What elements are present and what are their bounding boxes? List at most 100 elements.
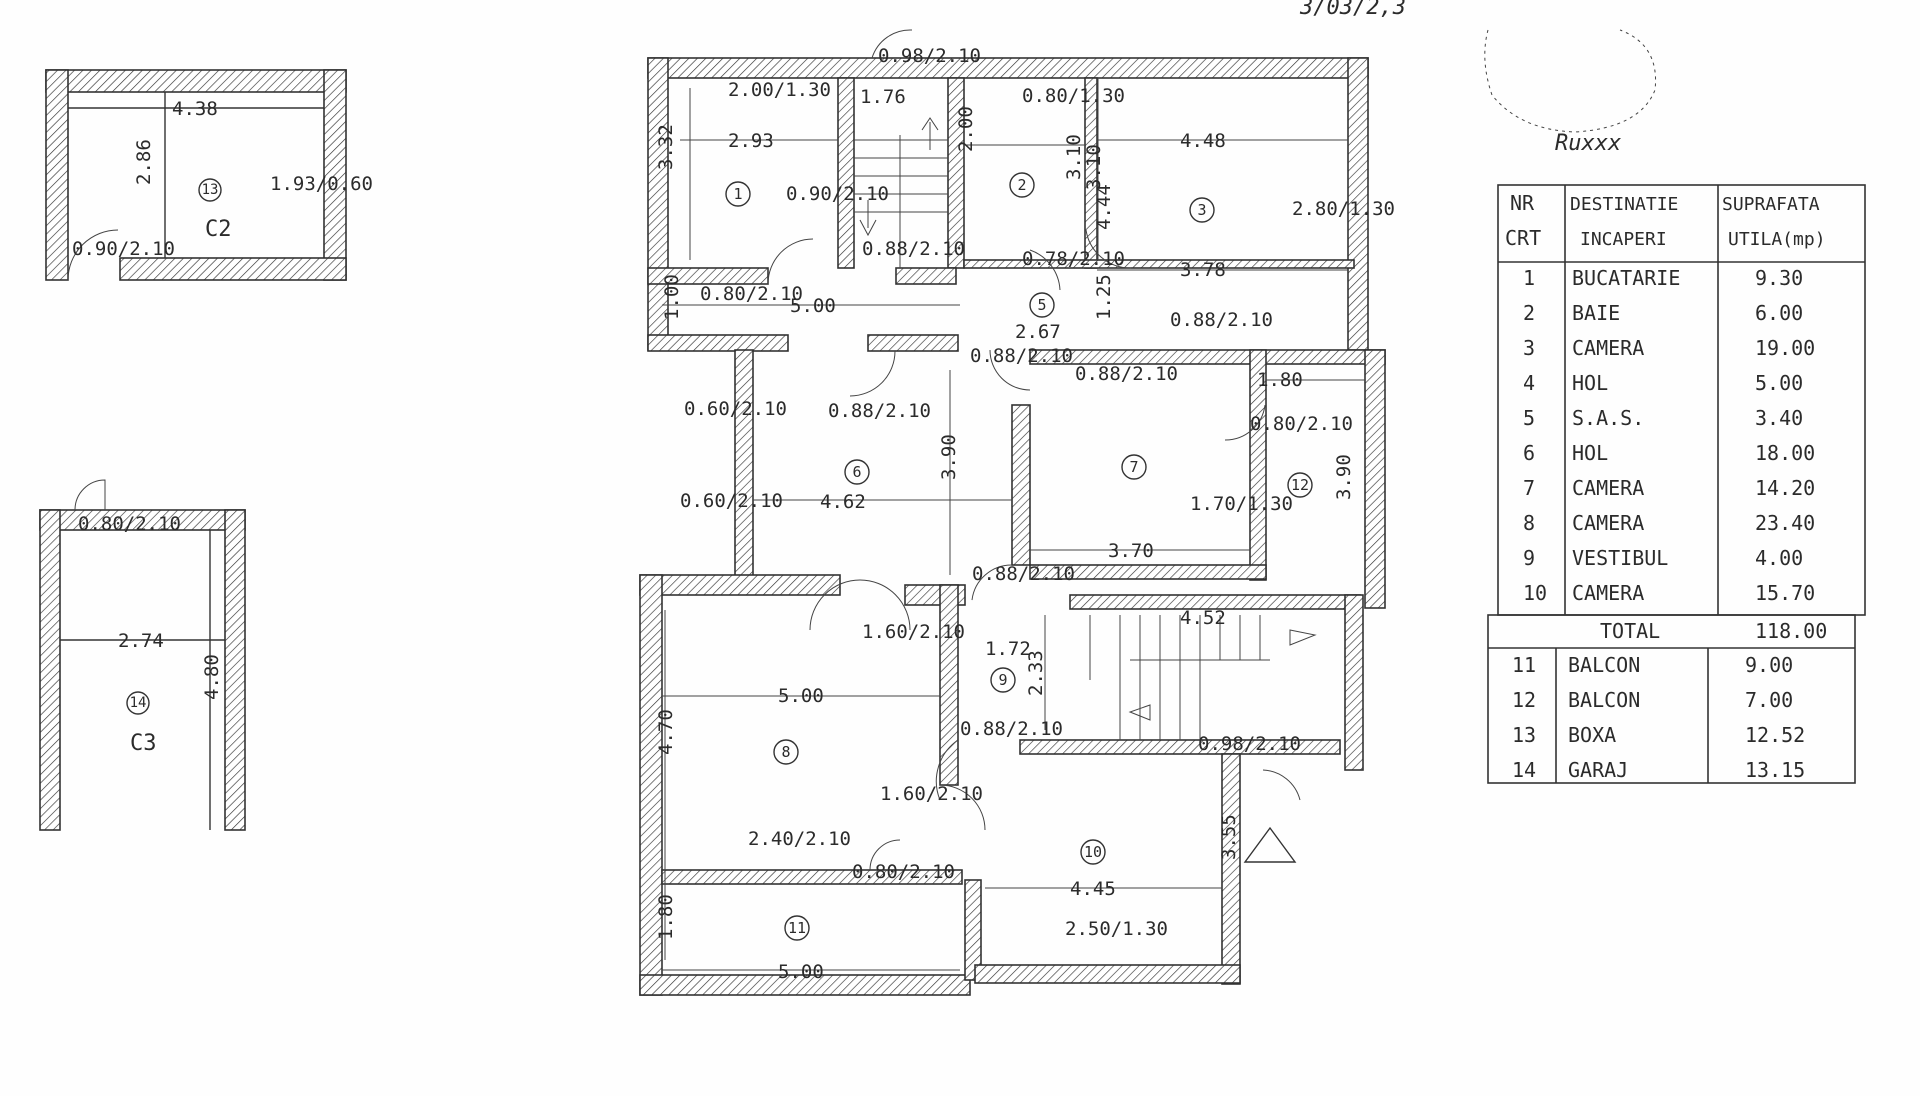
room-marker [1121, 454, 1147, 480]
header-utila: UTILA(mp) [1728, 229, 1826, 250]
table-cell-suprafata: 3.40 [1755, 406, 1803, 430]
table-cell-nr: 1 [1523, 266, 1535, 290]
dimension-label: 1.25 [1093, 274, 1115, 320]
table-cell-suprafata: 5.00 [1755, 371, 1803, 395]
room-number: 11 [788, 919, 806, 937]
dimension-label: 3.90 [1333, 454, 1355, 500]
dimension-label: 2.00/1.30 [728, 79, 831, 101]
room-13-number: 13 [202, 182, 219, 198]
dimension-label: 1.72 [985, 638, 1031, 660]
table-cell-nr: 11 [1512, 653, 1536, 677]
c3-width-dim: 2.74 [118, 630, 164, 652]
dimension-label: 0.88/2.10 [972, 563, 1075, 585]
table-cell-suprafata: 9.30 [1755, 266, 1803, 290]
room-number: 10 [1084, 843, 1102, 861]
table-cell-nr: 6 [1523, 441, 1535, 465]
table-cell-suprafata: 19.00 [1755, 336, 1815, 360]
table-cell-nr: 9 [1523, 546, 1535, 570]
table-cell-destinatie: HOL [1572, 441, 1608, 465]
table-cell-nr: 10 [1523, 581, 1547, 605]
room-marker [784, 915, 810, 941]
dimension-label: 3.55 [1218, 814, 1240, 860]
table-cell-destinatie: CAMERA [1572, 581, 1644, 605]
dimension-label: 2.33 [1025, 650, 1047, 696]
room-number: 5 [1037, 296, 1046, 314]
signature: Ruxxx [1555, 131, 1621, 156]
room-marker [725, 181, 751, 207]
room-number: 7 [1129, 458, 1138, 476]
dimension-label: 2.40/2.10 [748, 828, 851, 850]
dimension-label: 1.60/2.10 [862, 621, 965, 643]
table-cell-destinatie: BOXA [1568, 723, 1616, 747]
dimension-label: 0.80/2.10 [852, 861, 955, 883]
dimension-label: 0.80/1.30 [1022, 85, 1125, 107]
dimension-label: 1.76 [860, 86, 906, 108]
dimension-label: 5.00 [790, 295, 836, 317]
room-number: 8 [781, 743, 790, 761]
dimension-label: 0.88/2.10 [828, 400, 931, 422]
table-cell-suprafata: 14.20 [1755, 476, 1815, 500]
dimension-label: 4.70 [655, 709, 677, 755]
c2-width-dim: 4.38 [172, 98, 218, 120]
room-marker [1287, 472, 1313, 498]
dimension-label: 4.44 [1093, 184, 1115, 230]
dimension-label: 0.78/2.10 [1022, 248, 1125, 270]
stamp-outline [1484, 29, 1657, 133]
door-swings [767, 29, 1301, 871]
dimension-label: 0.80/2.10 [700, 283, 803, 305]
dimension-label: 5.00 [778, 961, 824, 983]
room-marker [1080, 839, 1106, 865]
room-marker [773, 739, 799, 765]
room-number: 3 [1197, 201, 1206, 219]
dimension-label: 2.80/1.30 [1292, 198, 1395, 220]
dimension-label: 0.88/2.10 [960, 718, 1063, 740]
table-cell-destinatie: VESTIBUL [1572, 546, 1668, 570]
dimension-label: 3.10 [1063, 134, 1085, 180]
main-plan-walls [639, 57, 1386, 996]
dimension-label: 3.10 [1083, 144, 1105, 190]
dimension-label: 1.60/2.10 [880, 783, 983, 805]
c3-door-dim: 0.80/2.10 [78, 513, 181, 535]
table-cell-nr: 12 [1512, 688, 1536, 712]
room-14-number: 14 [130, 695, 147, 711]
table-cell-destinatie: GARAJ [1568, 758, 1628, 782]
dimension-label: 0.60/2.10 [684, 398, 787, 420]
table-cell-nr: 2 [1523, 301, 1535, 325]
c2-depth-dim: 2.86 [133, 139, 155, 185]
c3-depth-dim: 4.80 [201, 654, 223, 700]
dimension-label: 0.88/2.10 [970, 345, 1073, 367]
area-table-text: NRCRTDESTINATIEINCAPERISUPRAFATAUTILA(mp… [1505, 191, 1827, 782]
table-cell-destinatie: BALCON [1568, 688, 1640, 712]
header-nr: NR [1510, 191, 1535, 215]
table-cell-nr: 3 [1523, 336, 1535, 360]
dimension-label: 1.80 [655, 894, 677, 940]
room-13-marker [198, 178, 222, 202]
table-cell-suprafata: 6.00 [1755, 301, 1803, 325]
dimension-label: 0.98/2.10 [1198, 733, 1301, 755]
table-cell-suprafata: 13.15 [1745, 758, 1805, 782]
dimension-label: 1.80 [1257, 369, 1303, 391]
c2-window-dim: 1.93/0.60 [270, 173, 373, 195]
staircase [854, 117, 1317, 863]
table-cell-suprafata: 4.00 [1755, 546, 1803, 570]
c2-door-dim: 0.90/2.10 [72, 238, 175, 260]
dimension-label: 4.45 [1070, 878, 1116, 900]
table-cell-destinatie: S.A.S. [1572, 406, 1644, 430]
table-cell-nr: 7 [1523, 476, 1535, 500]
c2-label: C2 [205, 217, 232, 242]
header-destinatie: DESTINATIE [1570, 194, 1678, 215]
document-reference: 3/03/2,3 [1299, 0, 1406, 20]
dimension-label: 1.70/1.30 [1190, 493, 1293, 515]
dimension-label: 0.80/2.10 [1250, 413, 1353, 435]
annex-c3: 0.80/2.10 2.74 4.80 14 C3 [39, 479, 246, 831]
room-number: 12 [1291, 476, 1309, 494]
room-marker [990, 667, 1016, 693]
area-table [1487, 184, 1866, 784]
table-cell-suprafata: 23.40 [1755, 511, 1815, 535]
dimension-label: 0.60/2.10 [680, 490, 783, 512]
room-number: 6 [852, 463, 861, 481]
dimension-lines [662, 78, 1365, 971]
table-cell-suprafata: 7.00 [1745, 688, 1793, 712]
dimension-label: 4.52 [1180, 607, 1226, 629]
